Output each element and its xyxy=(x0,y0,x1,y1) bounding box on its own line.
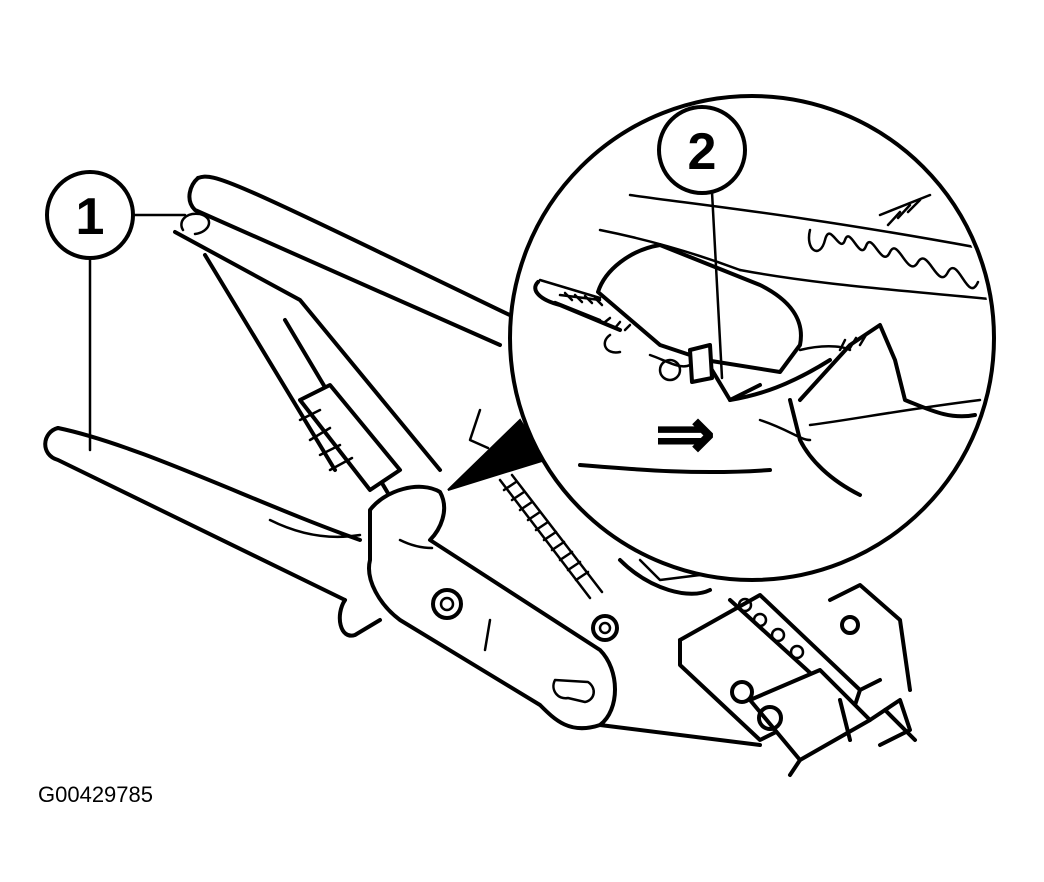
return-spring xyxy=(498,473,619,642)
double-right-arrow-icon: ⇒ xyxy=(655,394,715,474)
callout-1-label: 1 xyxy=(76,188,105,246)
lower-handle xyxy=(43,426,362,602)
callout-2-label: 2 xyxy=(688,123,717,181)
ratchet-mechanism xyxy=(598,528,917,777)
figure-id: G00429785 xyxy=(38,782,153,807)
callout-2: 2 xyxy=(657,105,747,380)
lever-plate xyxy=(337,484,617,731)
cylinder-assembly xyxy=(298,383,490,492)
detail-magnifier: ⇒ xyxy=(508,94,996,582)
callout-1: 1 xyxy=(45,170,187,452)
